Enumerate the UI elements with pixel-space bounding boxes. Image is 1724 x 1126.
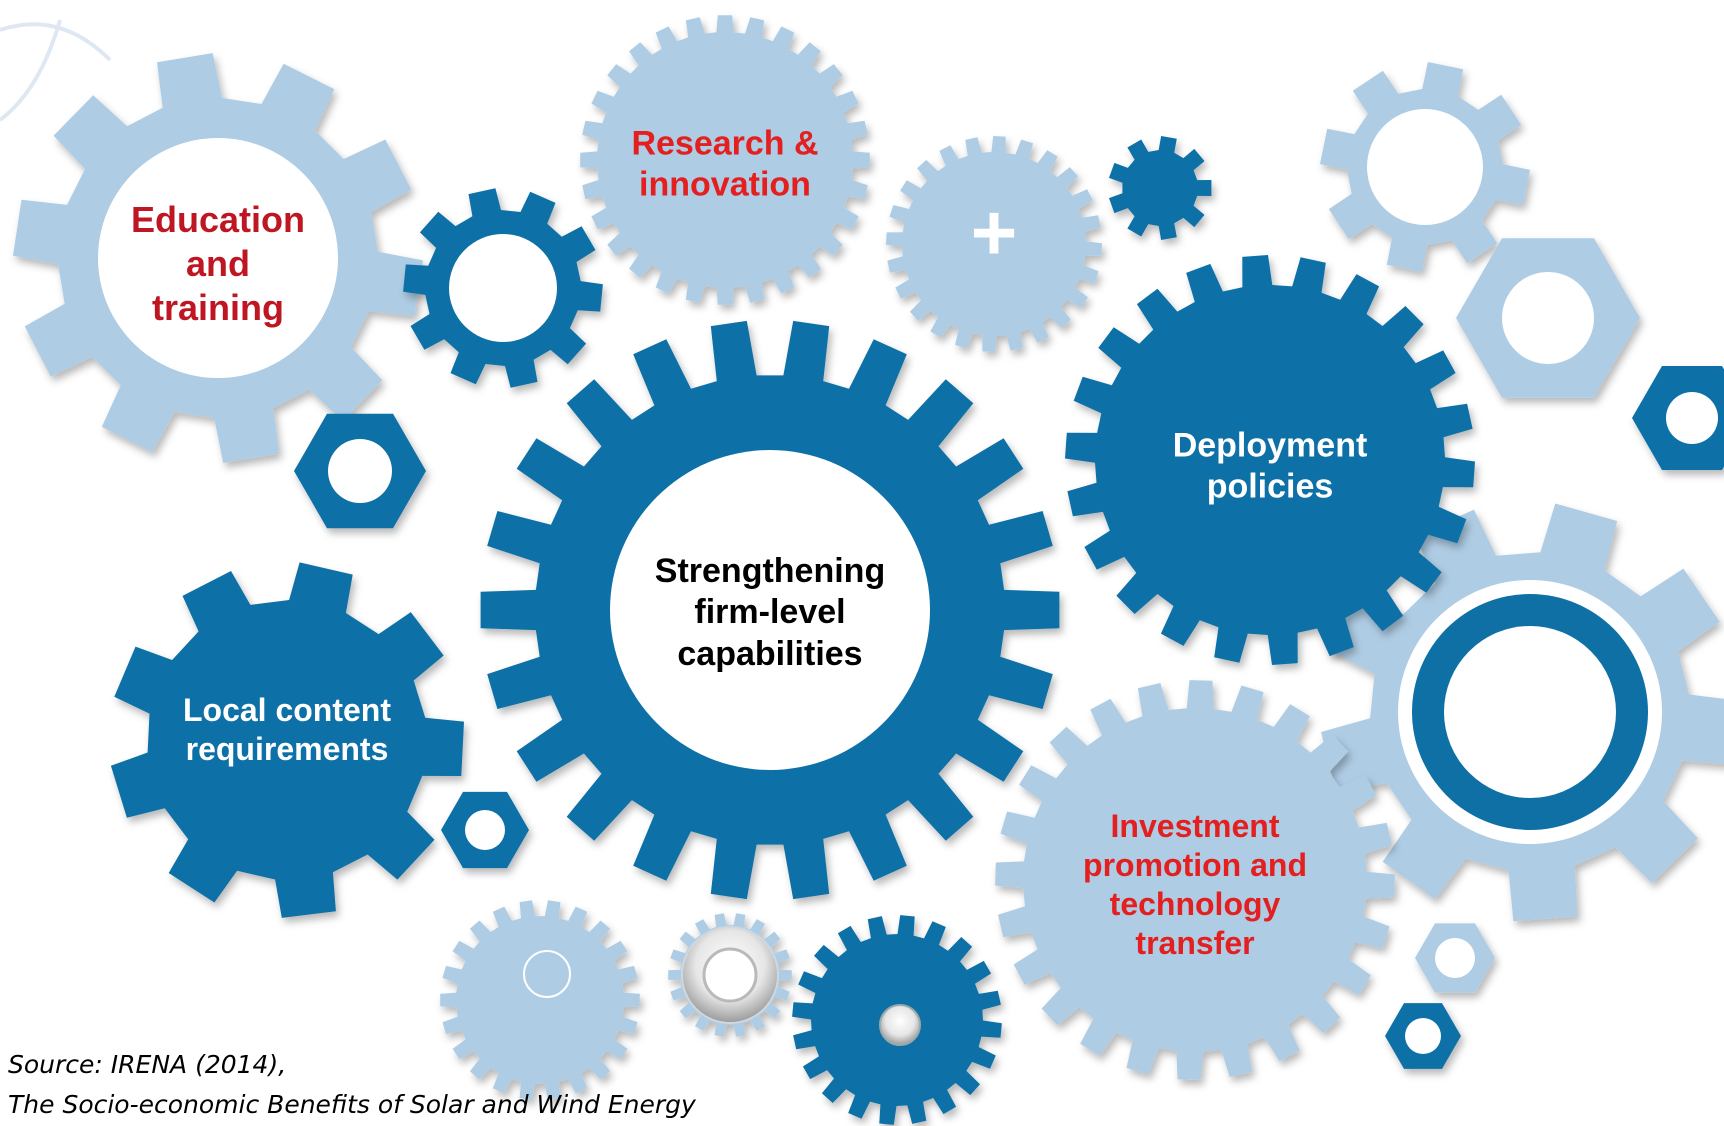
gear-local-content (110, 562, 465, 918)
source-line-1: Source: IRENA (2014), (8, 1050, 287, 1079)
hex-right-edge-hole (1666, 392, 1718, 444)
gear-small-dark-top (1109, 136, 1212, 240)
gear-plus (886, 136, 1102, 352)
gear-bottom-dark-hub (879, 1004, 921, 1046)
hex-right-lower-light-hole (1435, 938, 1475, 978)
gear-bottom-metal-hole (702, 947, 758, 1003)
gear-center-hole (610, 450, 930, 770)
node-research-label: Research & innovation (631, 124, 819, 204)
gear-deployment (1065, 255, 1475, 665)
node-education-label: Education and training (130, 199, 306, 328)
gear-education-hole (98, 138, 338, 378)
source-line-2: The Socio-economic Benefits of Solar and… (8, 1090, 696, 1119)
hex-right-upper-hole (1502, 272, 1594, 364)
plus-symbol: + (971, 188, 1018, 277)
gear-small-dark-mid-hole (449, 234, 557, 342)
gear-top-right-hole (1367, 109, 1483, 225)
gear-investment (995, 680, 1395, 1080)
node-center-label: Strengthening firm-level capabilities (654, 551, 886, 673)
gear-bottom-light-ring (523, 950, 571, 998)
hex-right-lower-dark-hole (1405, 1018, 1441, 1054)
background-arc (0, 19, 62, 122)
node-deployment-label: Deployment policies (1172, 426, 1368, 506)
gear-bottom-light (440, 900, 640, 1100)
gear-research (580, 15, 870, 305)
node-investment-label: Investment promotion and technology tran… (1083, 807, 1307, 962)
node-local-content-label: Local content requirements (182, 691, 392, 767)
hex-bottom-left-hole (465, 810, 505, 850)
hex-left-hole (328, 439, 392, 503)
gear-right-large-hole (1444, 626, 1616, 798)
